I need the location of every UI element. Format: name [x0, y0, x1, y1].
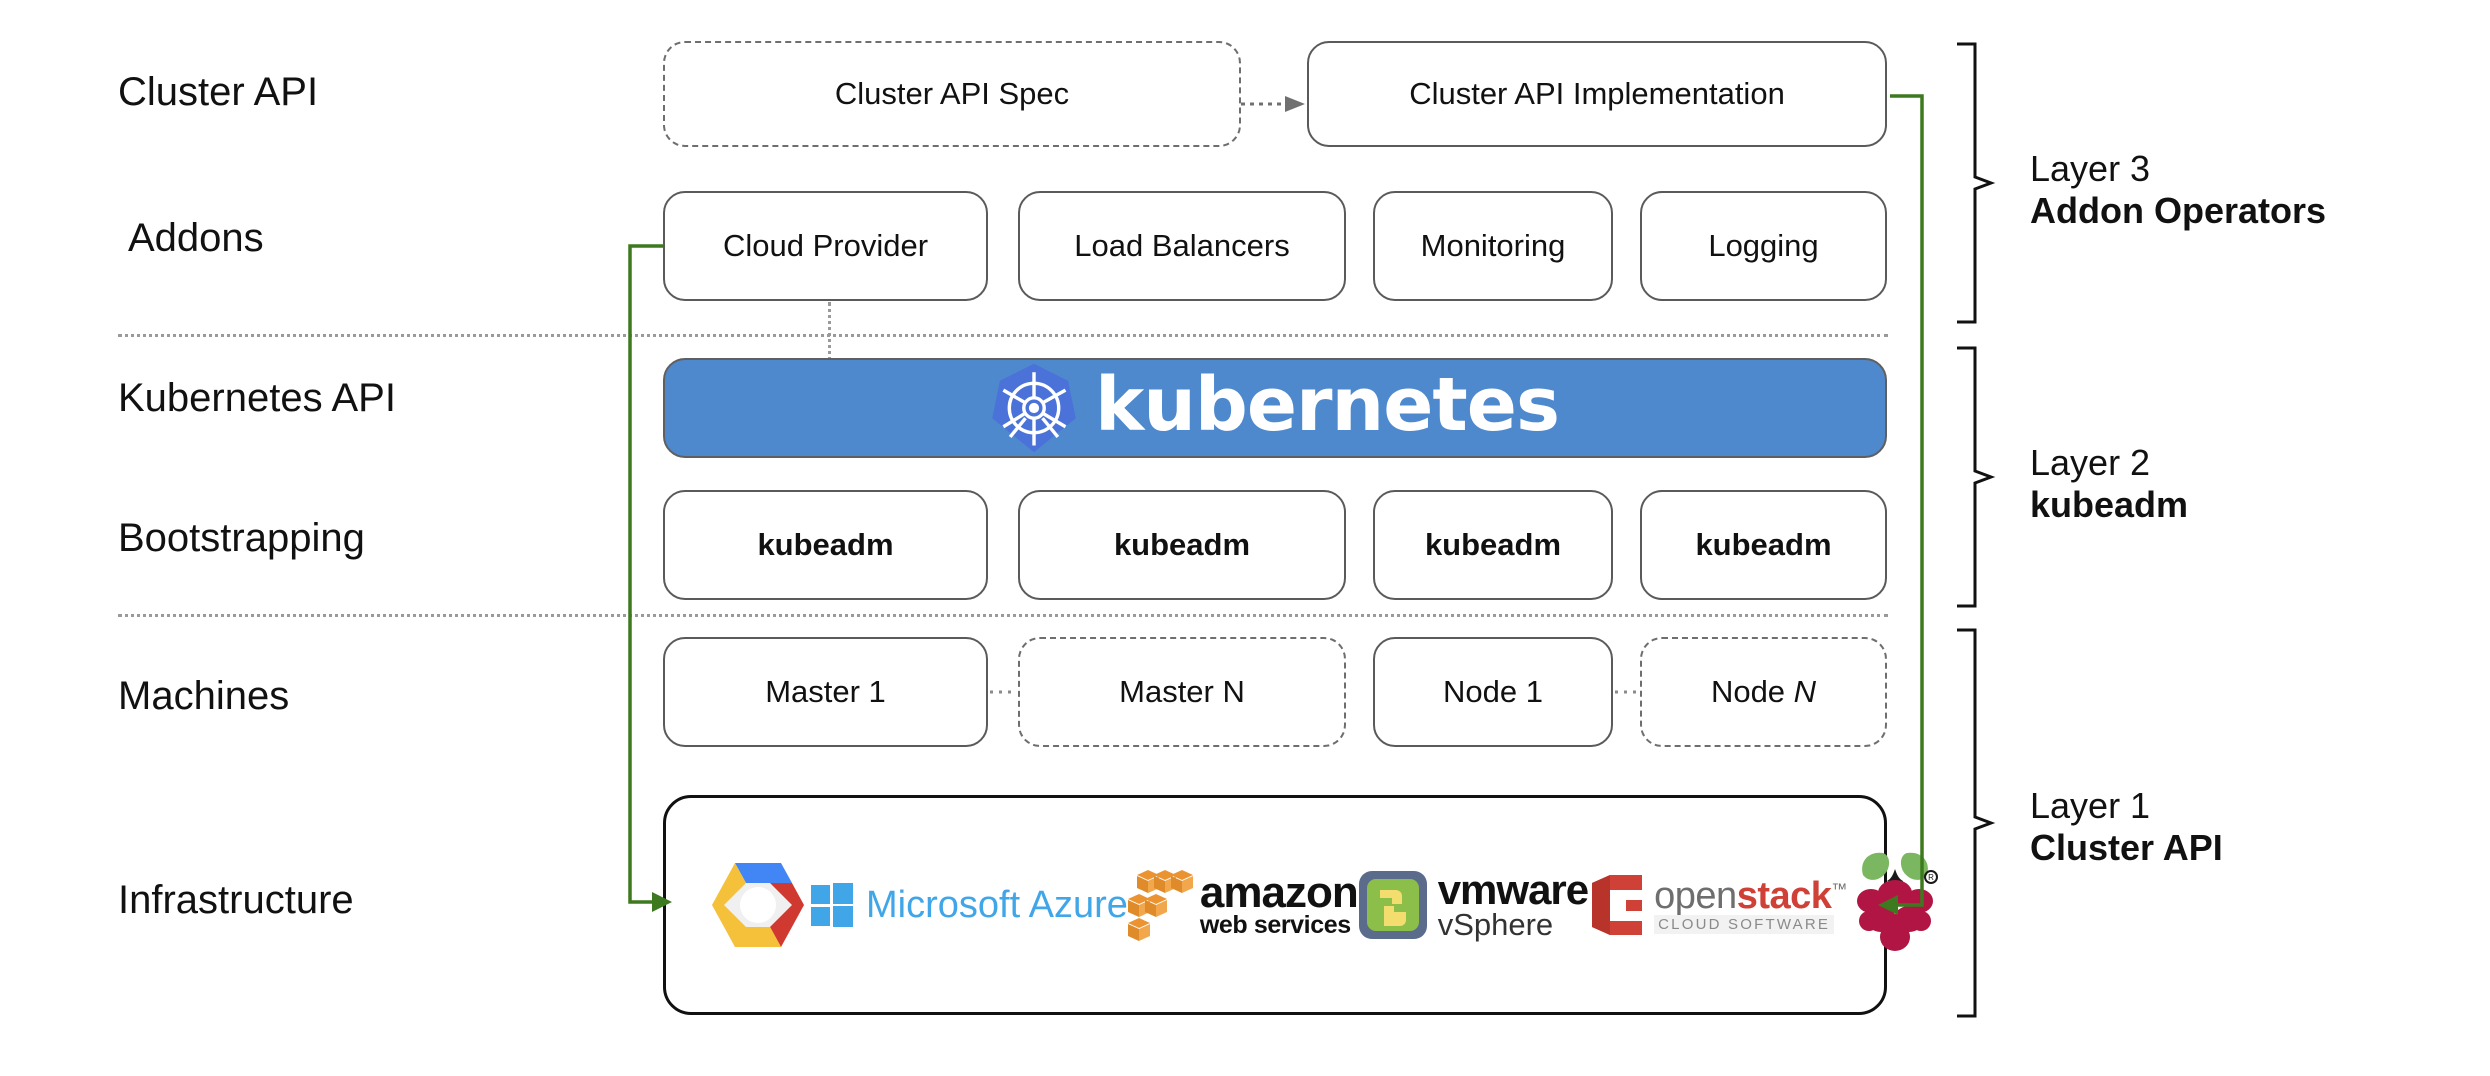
layer-3-bracket-icon	[1957, 42, 1996, 324]
kubernetes-wordmark: kubernetes	[1094, 362, 1560, 448]
machine-box-node-1[interactable]: Node 1	[1373, 637, 1613, 747]
vmware-square-icon	[1358, 871, 1427, 939]
vmware-wordmark: vmware	[1437, 866, 1589, 914]
infra-logo-amazon-web-services[interactable]: amazon web services	[1127, 868, 1359, 942]
machine-box-master-1[interactable]: Master 1	[663, 637, 988, 747]
machine-box-master-n[interactable]: Master N	[1018, 637, 1346, 747]
layer-3-name: Layer 3	[2030, 148, 2151, 189]
machine-box-node-n[interactable]: Node N	[1640, 637, 1887, 747]
layer-2-name: Layer 2	[2030, 442, 2151, 483]
addon-box-cloud-provider[interactable]: Cloud Provider	[663, 191, 988, 301]
bootstrap-label: kubeadm	[1113, 527, 1251, 563]
layer-3-subtitle: Addon Operators	[2030, 190, 2327, 232]
bootstrap-box-2[interactable]: kubeadm	[1018, 490, 1346, 600]
machine-label-italic-suffix: N	[1793, 674, 1817, 710]
row-label-kubernetes-api: Kubernetes API	[118, 376, 396, 420]
layer-separator-bottom	[118, 614, 1888, 617]
layer-2-bracket-icon	[1957, 346, 1996, 608]
addon-label: Cloud Provider	[722, 228, 929, 264]
web-services-wordmark: web services	[1199, 911, 1351, 940]
aws-cubes-icon	[1127, 870, 1193, 941]
layer-1-name: Layer 1	[2030, 785, 2151, 826]
row-label-addons: Addons	[128, 216, 264, 260]
infra-logo-google-cloud-platform[interactable]	[706, 855, 810, 955]
machine-label: Node 1	[1443, 674, 1543, 710]
layer-1-label: Layer 1 Cluster API	[2030, 785, 2223, 870]
machine-label: Master 1	[765, 674, 886, 710]
bootstrap-box-1[interactable]: kubeadm	[663, 490, 988, 600]
addon-label: Load Balancers	[1074, 228, 1290, 264]
infrastructure-box[interactable]: Microsoft Azure amazon web services	[663, 795, 1938, 1015]
addon-label: Monitoring	[1420, 228, 1566, 264]
infra-logo-microsoft-azure[interactable]: Microsoft Azure	[810, 883, 1128, 927]
kubernetes-api-banner[interactable]: kubernetes	[663, 358, 1887, 458]
row-label-machines: Machines	[118, 674, 290, 718]
cluster-api-spec-label: Cluster API Spec	[834, 76, 1070, 112]
infra-logo-openstack[interactable]: openstack™ CLOUD SOFTWARE	[1588, 873, 1847, 937]
cluster-api-implementation-to-infrastructure-arrow	[1878, 94, 1924, 915]
row-label-cluster-api: Cluster API	[118, 70, 319, 114]
bootstrap-box-4[interactable]: kubeadm	[1640, 490, 1887, 600]
layer-2-subtitle: kubeadm	[2030, 484, 2189, 526]
bootstrap-label: kubeadm	[1695, 527, 1832, 563]
bootstrap-label: kubeadm	[757, 527, 894, 563]
addon-box-logging[interactable]: Logging	[1640, 191, 1887, 301]
machine-label: Node N	[1710, 674, 1817, 710]
spec-to-implementation-arrow-icon	[1241, 96, 1305, 112]
openstack-wordmark: openstack™	[1654, 874, 1847, 917]
google-cloud-platform-logo-icon	[712, 863, 804, 947]
addon-box-monitoring[interactable]: Monitoring	[1373, 191, 1613, 301]
addon-label: Logging	[1708, 228, 1819, 264]
node-ellipsis-icon	[1615, 690, 1639, 694]
openstack-bracket-icon	[1592, 875, 1643, 935]
master-ellipsis-icon	[990, 690, 1016, 694]
cluster-api-spec-box[interactable]: Cluster API Spec	[663, 41, 1241, 147]
layer-separator-top	[118, 334, 1888, 337]
cloud-provider-to-kubernetes-connector	[828, 302, 831, 368]
machine-label: Master N	[1119, 674, 1245, 710]
bootstrap-box-3[interactable]: kubeadm	[1373, 490, 1613, 600]
microsoft-windows-icon	[811, 883, 853, 927]
openstack-tagline: CLOUD SOFTWARE	[1654, 914, 1835, 934]
infra-logo-vmware-vsphere[interactable]: vmware vSphere	[1358, 866, 1589, 943]
microsoft-azure-wordmark: Microsoft Azure	[866, 883, 1128, 926]
addon-box-load-balancers[interactable]: Load Balancers	[1018, 191, 1346, 301]
bootstrap-label: kubeadm	[1424, 527, 1562, 563]
layer-1-subtitle: Cluster API	[2030, 827, 2223, 869]
cluster-api-implementation-box[interactable]: Cluster API Implementation	[1307, 41, 1887, 147]
cluster-api-implementation-label: Cluster API Implementation	[1409, 76, 1785, 112]
layer-2-label: Layer 2 kubeadm	[2030, 442, 2188, 527]
cloud-provider-to-infrastructure-arrow	[628, 244, 672, 912]
kubernetes-helm-wheel-icon	[992, 363, 1076, 453]
layer-3-label: Layer 3 Addon Operators	[2030, 148, 2326, 233]
row-label-bootstrapping: Bootstrapping	[118, 516, 365, 560]
amazon-wordmark: amazon	[1199, 868, 1359, 918]
svg-text:R: R	[1928, 873, 1934, 882]
row-label-infrastructure: Infrastructure	[118, 878, 354, 922]
vsphere-wordmark: vSphere	[1437, 907, 1554, 943]
layer-1-bracket-icon	[1957, 628, 1996, 1018]
